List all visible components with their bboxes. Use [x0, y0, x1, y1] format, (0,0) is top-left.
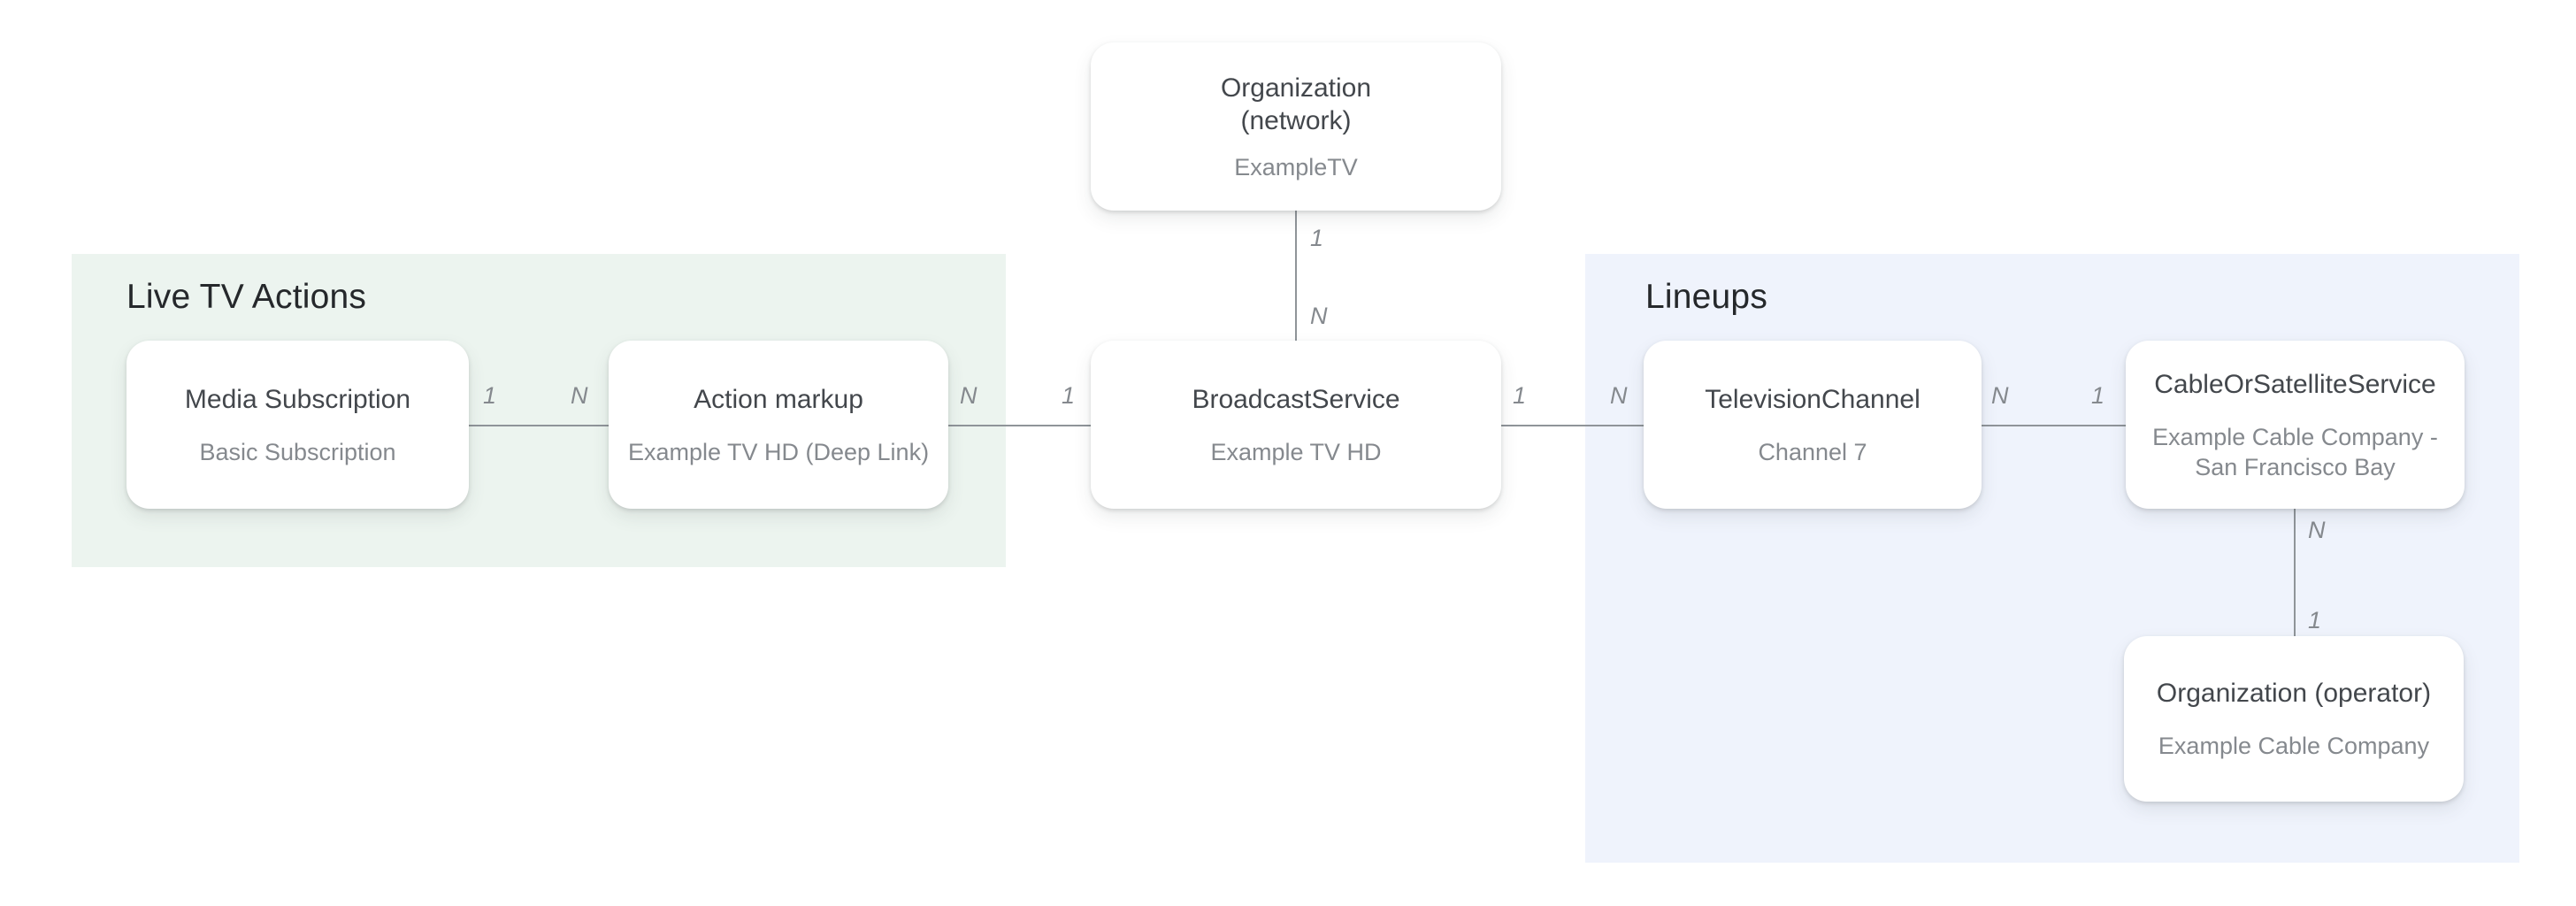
- node-title: CableOrSatelliteService: [2154, 369, 2436, 399]
- cardinality-label-action-broadcast-n: N: [960, 382, 978, 409]
- node-organization-network: Organization (network) ExampleTV: [1091, 42, 1501, 211]
- node-media-subscription: Media Subscription Basic Subscription: [126, 341, 469, 509]
- node-title: Action markup: [694, 384, 863, 414]
- node-title: Organization (network): [1220, 73, 1372, 135]
- node-subtitle: Basic Subscription: [199, 438, 396, 465]
- edge-tv-cable-line: [1981, 425, 2126, 426]
- node-subtitle: Example Cable Company: [2158, 733, 2430, 759]
- node-title: TelevisionChannel: [1705, 384, 1920, 414]
- node-television-channel: TelevisionChannel Channel 7: [1644, 341, 1982, 509]
- edge-media-action-line: [469, 425, 609, 426]
- cardinality-label-network-broadcast-1: 1: [1310, 225, 1324, 251]
- node-subtitle: Example TV HD (Deep Link): [627, 438, 930, 465]
- cardinality-label-media-action-1: 1: [483, 382, 497, 409]
- section-label-live-tv-actions: Live TV Actions: [126, 278, 367, 316]
- cardinality-label-cable-operator-n: N: [2308, 517, 2326, 543]
- edge-network-broadcast-line: [1295, 211, 1297, 341]
- node-subtitle: Channel 7: [1758, 438, 1867, 465]
- node-broadcast-service: BroadcastService Example TV HD: [1091, 341, 1501, 509]
- node-action-markup: Action markup Example TV HD (Deep Link): [609, 341, 948, 509]
- cardinality-label-action-broadcast-1: 1: [1062, 382, 1076, 409]
- cardinality-label-broadcast-tv-n: N: [1610, 382, 1628, 409]
- cardinality-label-network-broadcast-n: N: [1310, 303, 1328, 329]
- section-label-lineups: Lineups: [1645, 278, 1768, 316]
- edge-action-broadcast-line: [948, 425, 1091, 426]
- edge-broadcast-tv-line: [1501, 425, 1644, 426]
- cardinality-label-broadcast-tv-1: 1: [1513, 382, 1527, 409]
- node-organization-operator: Organization (operator) Example Cable Co…: [2124, 636, 2464, 802]
- node-title: Organization (operator): [2156, 679, 2432, 708]
- node-title: BroadcastService: [1192, 384, 1400, 414]
- node-subtitle: Example Cable Company - San Francisco Ba…: [2152, 423, 2438, 480]
- node-cable-or-satellite-service: CableOrSatelliteService Example Cable Co…: [2126, 341, 2465, 509]
- cardinality-label-tv-cable-1: 1: [2091, 382, 2105, 409]
- cardinality-label-media-action-n: N: [571, 382, 588, 409]
- cardinality-label-cable-operator-1: 1: [2308, 607, 2322, 633]
- node-subtitle: ExampleTV: [1234, 153, 1358, 180]
- node-title: Media Subscription: [184, 384, 411, 414]
- cardinality-label-tv-cable-n: N: [1991, 382, 2009, 409]
- node-subtitle: Example TV HD: [1210, 438, 1382, 465]
- edge-cable-operator-line: [2294, 509, 2296, 636]
